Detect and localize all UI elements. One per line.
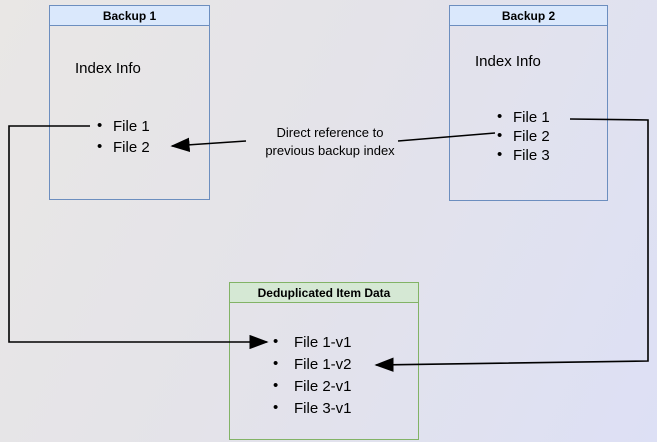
backup2-index-info-label: Index Info — [475, 53, 541, 70]
backup2-file-list: File 1 File 2 File 3 — [497, 107, 550, 165]
backup1-file-list: File 1 File 2 — [97, 115, 150, 158]
dedup-header: Deduplicated Item Data — [230, 283, 418, 303]
dedup-box: Deduplicated Item Data — [229, 282, 419, 440]
list-item: File 1 — [497, 107, 550, 127]
dedup-title: Deduplicated Item Data — [257, 285, 391, 300]
edge-annotation: Direct reference to previous backup inde… — [245, 124, 415, 160]
list-item: File 1-v1 — [273, 331, 352, 354]
list-item: File 2 — [497, 126, 550, 146]
dedup-file-list: File 1-v1 File 1-v2 File 2-v1 File 3-v1 — [273, 331, 352, 420]
backup1-box: Backup 1 — [49, 5, 210, 200]
backup2-title: Backup 2 — [501, 8, 556, 23]
backup2-box: Backup 2 — [449, 5, 608, 201]
edge-annotation-line2: previous backup index — [265, 143, 395, 158]
backup1-index-info-label: Index Info — [75, 60, 141, 77]
list-item: File 1 — [97, 115, 150, 137]
backup2-header: Backup 2 — [450, 6, 607, 26]
list-item: File 2-v1 — [273, 375, 352, 398]
list-item: File 3 — [497, 145, 550, 165]
list-item: File 3-v1 — [273, 397, 352, 420]
backup1-title: Backup 1 — [102, 8, 157, 23]
list-item: File 1-v2 — [273, 353, 352, 376]
list-item: File 2 — [97, 136, 150, 158]
backup1-header: Backup 1 — [50, 6, 209, 26]
edge-annotation-line1: Direct reference to — [276, 125, 384, 140]
